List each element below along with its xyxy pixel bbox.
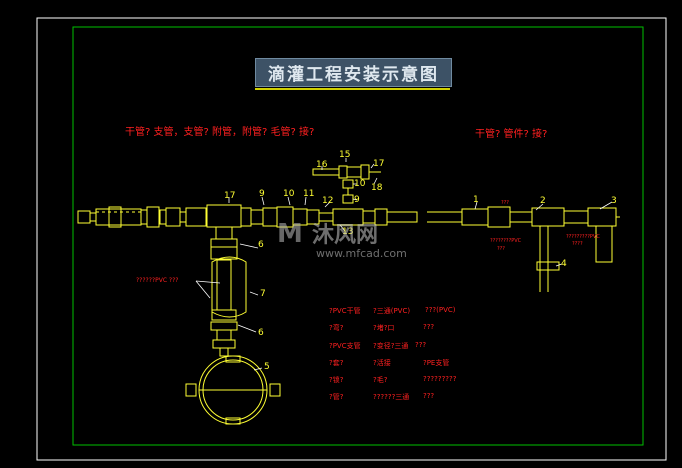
note-left: 干管? 支管，支管? 附管，附管? 毛管? 接? <box>125 127 315 138</box>
legend-item: ?变径?三通 <box>373 342 409 350</box>
legend-item: ??? <box>423 392 435 400</box>
part-number-7: 7 <box>260 289 266 299</box>
part-number-12: 12 <box>322 196 334 206</box>
part-number-5: 5 <box>264 362 270 372</box>
legend-item: ?套? <box>329 359 344 367</box>
part-number-10-top: 10 <box>354 179 366 189</box>
part-number-16: 16 <box>316 160 328 170</box>
part-number-13: 13 <box>342 227 354 237</box>
legend-item: ??? <box>415 341 427 349</box>
part-number-6b: 6 <box>258 328 264 338</box>
right-label-d: ?????????PVC <box>566 234 600 240</box>
part-number-1: 1 <box>473 195 479 205</box>
part-number-9: 9 <box>259 189 265 199</box>
part-number-3: 3 <box>611 196 617 206</box>
legend-item: ???(PVC) <box>425 306 456 314</box>
part-number-18: 18 <box>371 183 383 193</box>
legend-item: ?锁? <box>329 376 344 384</box>
pvc-label: ??????PVC ??? <box>136 277 179 284</box>
part-number-17: 17 <box>373 159 385 169</box>
part-number-8: 17 <box>224 191 236 201</box>
part-number-10: 10 <box>283 189 295 199</box>
legend-item: ?PVC干管 <box>329 307 361 315</box>
inner-frame <box>72 26 644 446</box>
part-number-9-top: 9 <box>354 195 360 205</box>
outer-frame <box>36 17 667 461</box>
drawing-title: 滴灌工程安装示意图 <box>268 65 439 85</box>
right-label-e: ???? <box>572 241 583 247</box>
right-label-b: ????????PVC <box>490 238 522 244</box>
watermark-url: www.mfcad.com <box>316 247 407 260</box>
part-number-2: 2 <box>540 196 546 206</box>
legend-item: ????????? <box>423 375 457 383</box>
legend-item: ?活接 <box>373 359 391 367</box>
legend-item: ??????三通 <box>373 393 410 401</box>
leader-lines <box>195 158 613 371</box>
part-number-6a: 6 <box>258 240 264 250</box>
legend-item: ?管? <box>329 393 344 401</box>
part-number-11: 11 <box>303 189 315 199</box>
legend-item: ?三通(PVC) <box>373 307 411 315</box>
part-number-4: 4 <box>561 259 567 269</box>
legend-item: ?弯? <box>329 324 344 332</box>
note-right: 干管? 管件? 接? <box>475 129 548 140</box>
right-label-a: ??? <box>501 200 509 206</box>
right-label-c: ??? <box>497 246 505 252</box>
drawing-title-box: 滴灌工程安装示意图 <box>255 58 452 87</box>
watermark-text: 沐风网 <box>311 223 378 248</box>
legend-item: ?PVC支管 <box>329 342 361 350</box>
title-underline <box>255 88 450 90</box>
part-number-15: 15 <box>339 150 351 160</box>
main-pipeline <box>77 164 620 425</box>
legend-item: ?毛? <box>373 376 388 384</box>
legend-item: ??? <box>423 323 435 331</box>
watermark-logo-icon: M <box>277 219 303 249</box>
watermark: M 沐风网 www.mfcad.com <box>277 217 407 260</box>
legend-item: ?PE支管 <box>423 359 450 367</box>
legend-item: ?堵?口 <box>373 324 395 332</box>
